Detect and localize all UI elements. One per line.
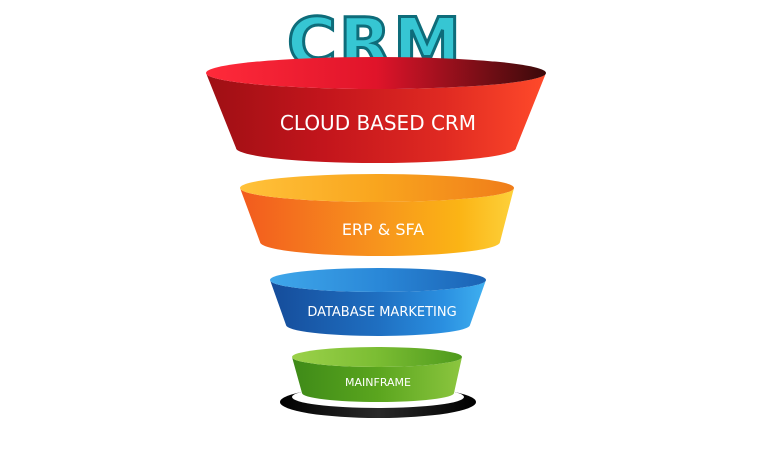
tier-3-body <box>270 280 486 336</box>
tier-2-rim <box>240 174 514 202</box>
funnel-tier-erp-sfa: ERP & SFA <box>240 174 514 256</box>
tier-4-rim <box>292 347 462 367</box>
tier-2-body <box>240 188 514 256</box>
tier-1-body <box>206 73 546 163</box>
tier-4-body <box>292 357 462 402</box>
tier-2-label: ERP & SFA <box>342 220 424 239</box>
tier-4-label: MAINFRAME <box>345 376 411 389</box>
tier-3-label: DATABASE MARKETING <box>307 305 456 320</box>
funnel-tier-cloud-based-crm: CLOUD BASED CRM <box>206 57 546 163</box>
funnel-tier-mainframe: MAINFRAME <box>292 347 462 402</box>
tier-3-rim <box>270 268 486 292</box>
tier-1-rim <box>206 57 546 89</box>
funnel-tier-database-marketing: DATABASE MARKETING <box>270 268 486 336</box>
tier-1-label: CLOUD BASED CRM <box>280 111 476 135</box>
